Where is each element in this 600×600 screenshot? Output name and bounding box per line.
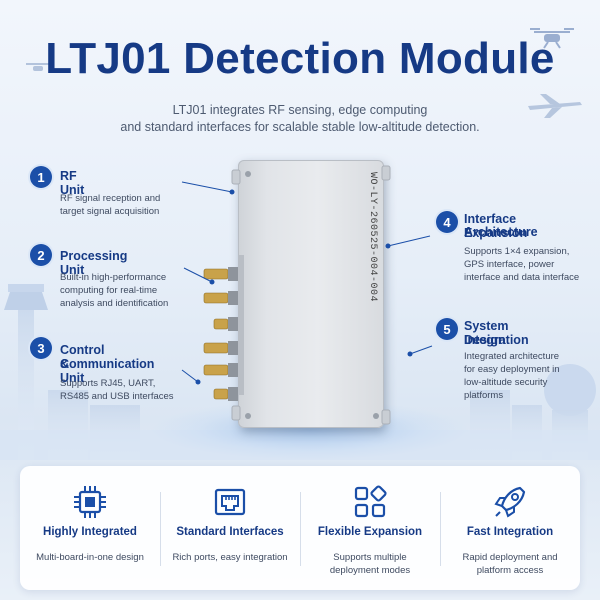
highlight-flexible-expansion: Flexible Expansion Supports multiple dep… (300, 466, 440, 590)
subtitle-line: LTJ01 integrates RF sensing, edge comput… (172, 103, 428, 117)
desc-line: RS485 and USB interfaces (60, 391, 174, 402)
desc-line: platforms (464, 390, 504, 401)
highlight-title: Fast Integration (466, 526, 554, 538)
expansion-grid-icon (354, 485, 387, 518)
highlight-standard-interfaces: Standard Interfaces Rich ports, easy int… (160, 466, 300, 590)
feature-title: Communication Unit (60, 357, 155, 385)
drone-icon (530, 28, 574, 49)
feature-description: Supports RJ45, UART, RS485 and USB inter… (60, 377, 200, 403)
highlight-description: Multi-board-in-one design (26, 551, 154, 564)
highlight-description: Rich ports, easy integration (166, 551, 294, 564)
chip-icon (74, 486, 106, 518)
desc-line: analysis and identification (60, 298, 169, 309)
highlight-description: Rapid deployment and platform access (446, 551, 574, 577)
desc-line: Integrated architecture (464, 351, 560, 362)
highlight-highly-integrated: Highly Integrated Multi-board-in-one des… (20, 466, 160, 590)
desc-line: Supports RJ45, UART, (60, 378, 156, 389)
desc-line: Supports multiple (333, 552, 407, 563)
feature-title: Processing Unit (60, 249, 128, 277)
feature-number-badge: 2 (30, 244, 52, 266)
feature-title: Design (464, 333, 506, 347)
sma-connector-icon (203, 267, 238, 401)
drone-icon (26, 63, 50, 71)
subtitle-line: and standard interfaces for scalable sta… (120, 120, 480, 134)
highlight-title: Flexible Expansion (317, 526, 423, 538)
highlight-title: Standard Interfaces (176, 526, 284, 538)
feature-title: System Integration (464, 319, 529, 347)
divider (300, 492, 301, 566)
divider (160, 492, 161, 566)
device-serial-label: WO-LY-260525-004-004 (367, 172, 378, 303)
feature-number-badge: 1 (30, 166, 52, 188)
feature-title: RF Unit (60, 169, 85, 197)
desc-line: RF signal reception and (60, 193, 161, 204)
desc-line: interface and data interface (464, 272, 580, 283)
feature-description: Integrated architecture for easy deploym… (464, 350, 596, 402)
feature-number-badge: 3 (30, 337, 52, 359)
page-subtitle: LTJ01 integrates RF sensing, edge comput… (0, 102, 600, 136)
desc-line: GPS interface, power (464, 259, 555, 270)
desc-line: Rapid deployment and (462, 552, 558, 563)
ethernet-port-icon (214, 488, 246, 516)
feature-number-badge: 5 (436, 318, 458, 340)
airplane-icon (528, 94, 582, 118)
device-details (231, 165, 391, 425)
callout-lines (181, 181, 433, 385)
desc-line: Built-in high-performance (60, 272, 167, 283)
feature-description: Supports 1×4 expansion, GPS interface, p… (464, 245, 596, 284)
desc-line: target signal acquisition (60, 206, 160, 217)
highlight-title: Highly Integrated (43, 526, 137, 538)
feature-title: Control & (60, 343, 105, 371)
desc-line: Rich ports, easy integration (172, 552, 288, 563)
airport-skyline-background (0, 284, 600, 460)
feature-description: RF signal reception and target signal ac… (60, 192, 200, 218)
detection-module-device (238, 160, 384, 428)
feature-description: Built-in high-performance computing for … (60, 271, 200, 310)
highlights-panel: Highly Integrated Multi-board-in-one des… (20, 466, 580, 590)
desc-line: for easy deployment in (464, 364, 560, 375)
desc-line: Multi-board-in-one design (36, 552, 144, 563)
feature-title: Architecture (464, 225, 538, 239)
highlight-description: Supports multiple deployment modes (306, 551, 434, 577)
feature-title: Interface Expansion (464, 212, 528, 240)
desc-line: low-altitude security (464, 377, 548, 388)
divider (440, 492, 441, 566)
desc-line: platform access (476, 565, 544, 576)
feature-number-badge: 4 (436, 211, 458, 233)
rocket-icon (494, 486, 526, 518)
desc-line: computing for real-time (60, 285, 158, 296)
desc-line: deployment modes (329, 565, 411, 576)
page-title: LTJ01 Detection Module (45, 34, 555, 83)
desc-line: Supports 1×4 expansion, (464, 246, 570, 257)
highlight-fast-integration: Fast Integration Rapid deployment and pl… (440, 466, 580, 590)
